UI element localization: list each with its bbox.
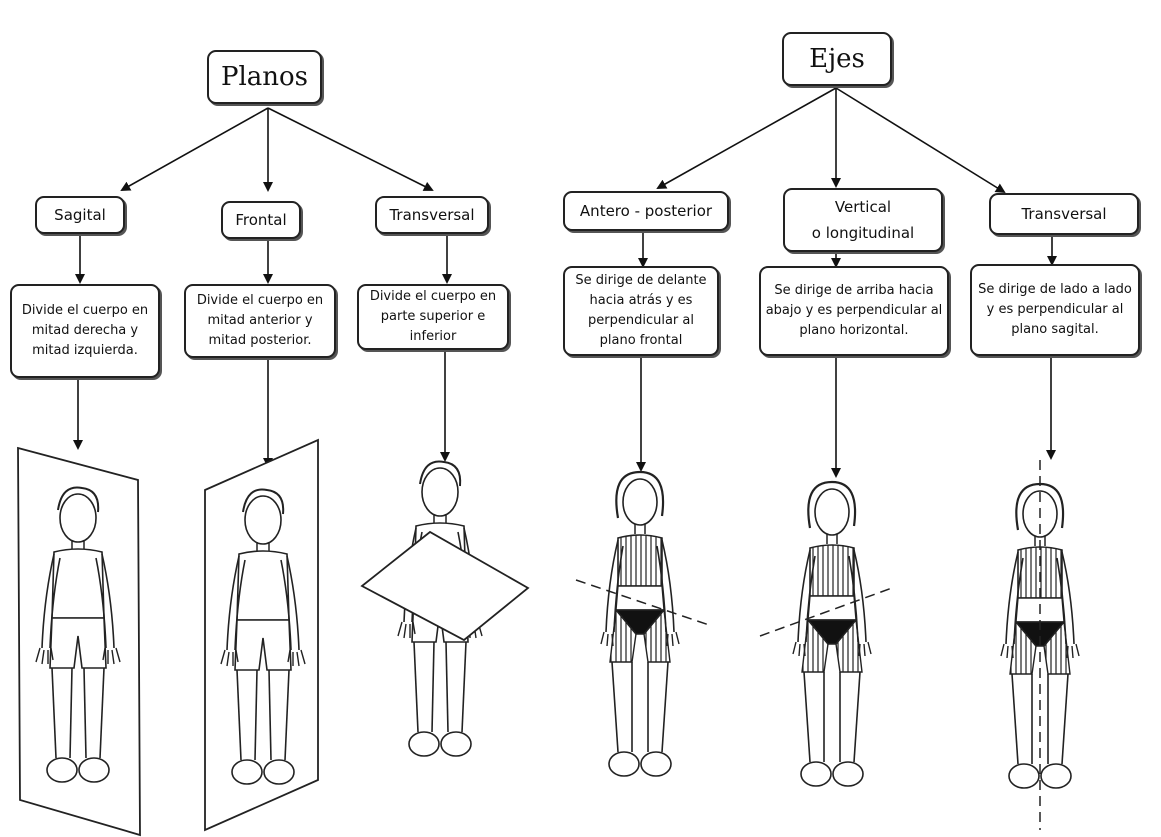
- arrow-ejes-transversal: [835, 87, 1006, 194]
- frontal-label: Frontal: [221, 201, 301, 239]
- vertical-label: Vertical o longitudinal: [783, 188, 943, 252]
- transversal-axis-description: Se dirige de lado a lado y es perpendicu…: [970, 264, 1140, 356]
- sagital-description: Divide el cuerpo en mitad derecha y mita…: [10, 284, 160, 378]
- vertical-description: Se dirige de arriba hacia abajo y es per…: [759, 266, 949, 356]
- transversal-plane-label: Transversal: [375, 196, 489, 234]
- antero-posterior-description: Se dirige de delante hacia atrás y es pe…: [563, 266, 719, 356]
- vertical-label-line2: o longitudinal: [811, 224, 915, 242]
- transversal-plane-description: Divide el cuerpo en parte superior e inf…: [357, 284, 509, 350]
- arrow-planos-transversal: [267, 107, 434, 191]
- arrow-ejes-antero: [656, 87, 837, 189]
- transversal-axis-label: Transversal: [989, 193, 1139, 235]
- vertical-label-line1: Vertical: [834, 198, 892, 216]
- arrow-planos-sagital: [120, 107, 269, 191]
- sagital-label: Sagital: [35, 196, 125, 234]
- planos-title: Planos: [207, 50, 322, 104]
- ejes-title: Ejes: [782, 32, 892, 86]
- antero-posterior-label: Antero - posterior: [563, 191, 729, 231]
- frontal-description: Divide el cuerpo en mitad anterior y mit…: [184, 284, 336, 358]
